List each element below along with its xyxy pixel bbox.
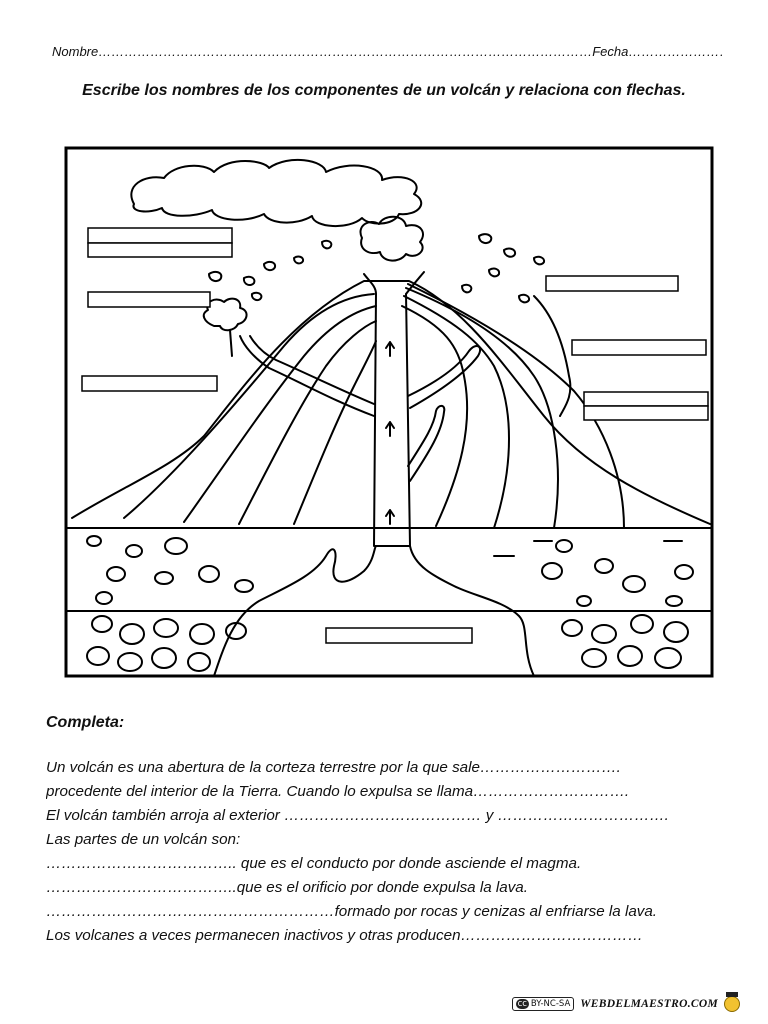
site-name[interactable]: WEBDELMAESTRO.COM <box>580 998 718 1010</box>
cc-icon: cc <box>515 999 529 1009</box>
volcano-cone <box>71 280 711 525</box>
label-box-6 <box>571 339 707 356</box>
label-box-5 <box>545 275 679 292</box>
instruction-text: Escribe los nombres de los componentes d… <box>82 82 686 99</box>
completa-line: El volcán también arroja al exterior ………… <box>46 807 669 824</box>
label-box-9 <box>325 627 473 644</box>
ash-cloud <box>130 158 423 228</box>
completa-line: ……………………………….. que es el conducto por do… <box>46 855 582 872</box>
completa-line: ………………………………..que es el orificio por don… <box>46 879 528 896</box>
label-box-4 <box>81 375 218 392</box>
license-text: BY-NC-SA <box>530 999 571 1009</box>
label-box-7 <box>583 391 709 407</box>
completa-line: Un volcán es una abertura de la corteza … <box>46 759 621 776</box>
eruption-plume <box>359 215 425 262</box>
name-date-line: Nombre…………………………………………………………………………………………… <box>52 44 724 59</box>
completa-heading: Completa: <box>46 714 125 731</box>
label-box-2 <box>87 242 233 258</box>
label-box-8 <box>583 405 709 421</box>
completa-lines: Un volcán es una abertura de la corteza … <box>46 756 736 948</box>
completa-line: Los volcanes a veces permanecen inactivo… <box>46 927 643 944</box>
tree <box>202 297 248 332</box>
graduate-smiley-icon <box>724 992 740 1012</box>
completa-line: Las partes de un volcán son: <box>46 831 241 848</box>
magma-chamber <box>213 545 535 677</box>
label-box-3 <box>87 291 211 308</box>
completa-line: …………………………………………………formado por rocas y c… <box>46 903 658 920</box>
secondary-conduit <box>239 335 375 417</box>
label-box-1 <box>87 227 233 244</box>
volcano-diagram <box>64 146 714 678</box>
completa-line: procedente del interior de la Tierra. Cu… <box>46 783 630 800</box>
